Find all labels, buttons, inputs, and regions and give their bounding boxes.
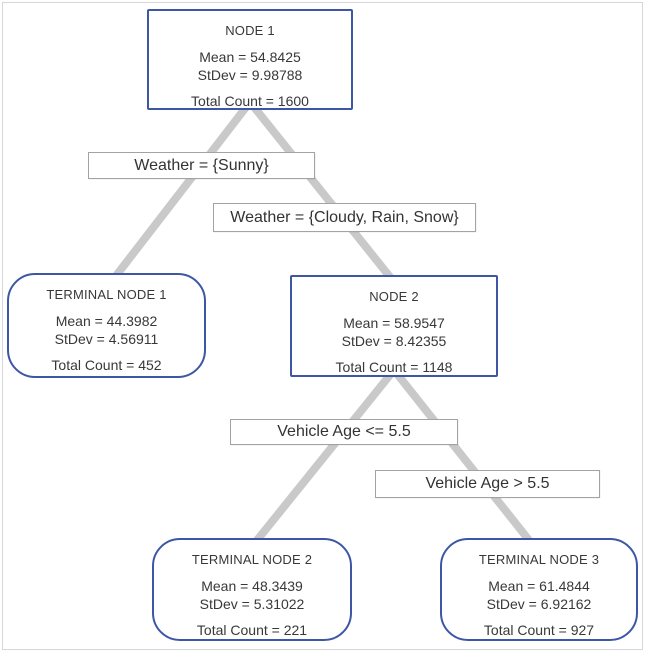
node-1[interactable]: NODE 1 Mean = 54.8425 StDev = 9.98788 To… (147, 9, 353, 110)
node-stdev: StDev = 4.56911 (54, 331, 159, 347)
terminal-node-2[interactable]: TERMINAL NODE 2 Mean = 48.3439 StDev = 5… (152, 538, 352, 641)
node-stdev: StDev = 8.42355 (341, 333, 447, 349)
node-2[interactable]: NODE 2 Mean = 58.9547 StDev = 8.42355 To… (290, 275, 498, 377)
edge-label-vehicle-age-gt-5-5: Vehicle Age > 5.5 (375, 470, 600, 498)
terminal-node-3[interactable]: TERMINAL NODE 3 Mean = 61.4844 StDev = 6… (440, 538, 638, 641)
node-title: TERMINAL NODE 3 (478, 552, 600, 567)
node-count: Total Count = 221 (196, 622, 308, 638)
node-mean: Mean = 48.3439 (201, 578, 303, 594)
terminal-node-1[interactable]: TERMINAL NODE 1 Mean = 44.3982 StDev = 4… (7, 273, 206, 378)
node-mean: Mean = 58.9547 (343, 315, 445, 331)
node-title: NODE 2 (369, 289, 419, 304)
edge-line-node1-terminal1 (108, 99, 254, 284)
edge-label-weather-sunny: Weather = {Sunny} (88, 152, 315, 179)
node-stdev: StDev = 9.98788 (197, 67, 303, 83)
node-title: NODE 1 (225, 23, 275, 38)
node-mean: Mean = 44.3982 (55, 313, 158, 329)
node-count: Total Count = 927 (483, 622, 595, 638)
node-count: Total Count = 1148 (335, 359, 453, 375)
edge-line-node1-node2 (246, 99, 398, 285)
node-stdev: StDev = 5.31022 (199, 596, 305, 612)
edge-line-node2-terminal2 (250, 367, 398, 547)
node-count: Total Count = 452 (51, 357, 162, 373)
node-mean: Mean = 54.8425 (199, 49, 301, 65)
edge-line-node2-terminal3 (390, 367, 536, 547)
edge-label-weather-cloudy-rain-snow: Weather = {Cloudy, Rain, Snow} (213, 203, 476, 232)
node-title: TERMINAL NODE 1 (46, 287, 167, 302)
node-mean: Mean = 61.4844 (488, 578, 590, 594)
node-stdev: StDev = 6.92162 (486, 596, 592, 612)
node-title: TERMINAL NODE 2 (191, 552, 313, 567)
edge-label-vehicle-age-lte-5-5: Vehicle Age <= 5.5 (230, 419, 458, 445)
node-count: Total Count = 1600 (191, 93, 309, 109)
